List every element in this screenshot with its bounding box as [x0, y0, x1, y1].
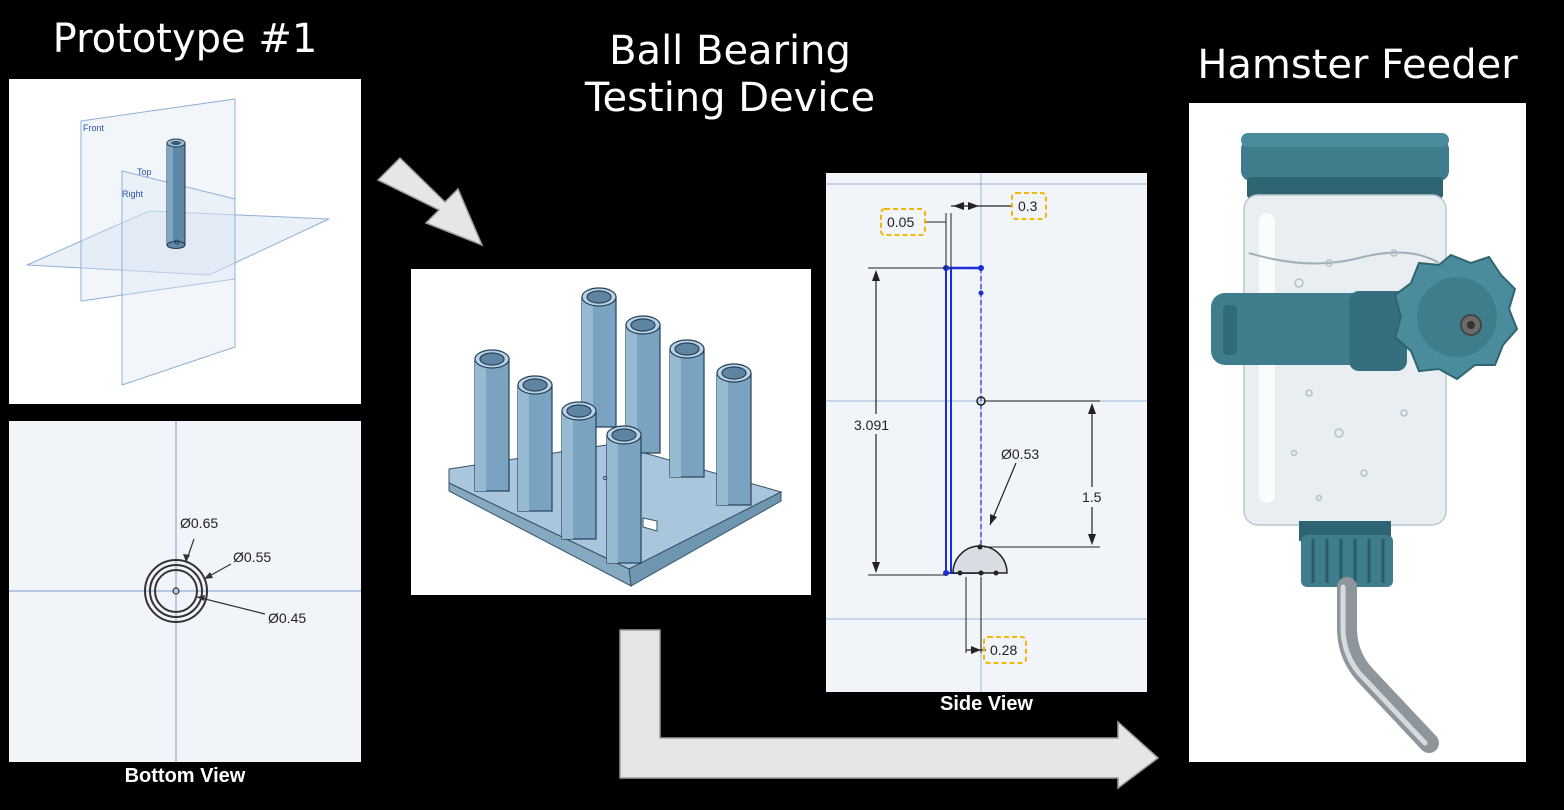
dim-wall-thickness: 0.05 — [887, 214, 914, 230]
top-plane-label: Top — [137, 167, 152, 177]
front-plane-label: Front — [83, 123, 105, 133]
bottom-view-caption: Bottom View — [124, 765, 246, 787]
side-view-drawing: 3.091 1.5 Ø0.53 0.05 0.3 0.28 — [826, 173, 1147, 692]
dim-inner-diameter: Ø0.45 — [268, 610, 306, 626]
testing-device-panel — [411, 269, 811, 595]
bottom-view-panel: Ø0.65 Ø0.55 Ø0.45 — [9, 421, 361, 762]
arrow-down-right — [376, 156, 484, 247]
ball-bearing-title-line1: Ball Bearing — [609, 28, 851, 74]
dim-outer-diameter: Ø0.65 — [180, 515, 218, 531]
dim-bottom-offset: 0.28 — [990, 642, 1017, 658]
ball-bearing-title: Ball Bearing Testing Device — [560, 28, 900, 122]
dim-height: 3.091 — [854, 417, 889, 433]
dim-center: 1.5 — [1082, 489, 1102, 505]
ball-bearing-title-line2: Testing Device — [584, 75, 876, 122]
testing-device-drawing — [448, 287, 783, 587]
hamster-feeder-drawing — [1211, 133, 1519, 753]
side-view-panel: 3.091 1.5 Ø0.53 0.05 0.3 0.28 — [826, 173, 1147, 692]
prototype-iso-drawing: Front Top Right — [26, 98, 330, 386]
dim-offset: 0.3 — [1018, 198, 1038, 214]
right-plane-label: Right — [122, 189, 144, 199]
side-view-caption: Side View — [939, 693, 1033, 715]
hamster-feeder-panel — [1189, 103, 1526, 762]
dim-ball-diameter: Ø0.53 — [1001, 446, 1039, 462]
hamster-feeder-title: Hamster Feeder — [1197, 42, 1518, 88]
dim-middle-diameter: Ø0.55 — [233, 549, 271, 565]
prototype-iso-panel: Front Top Right — [9, 79, 361, 404]
arrow-l-shaped — [619, 629, 1160, 790]
prototype-title: Prototype #1 — [52, 16, 318, 62]
bottom-view-drawing: Ø0.65 Ø0.55 Ø0.45 — [9, 421, 361, 762]
